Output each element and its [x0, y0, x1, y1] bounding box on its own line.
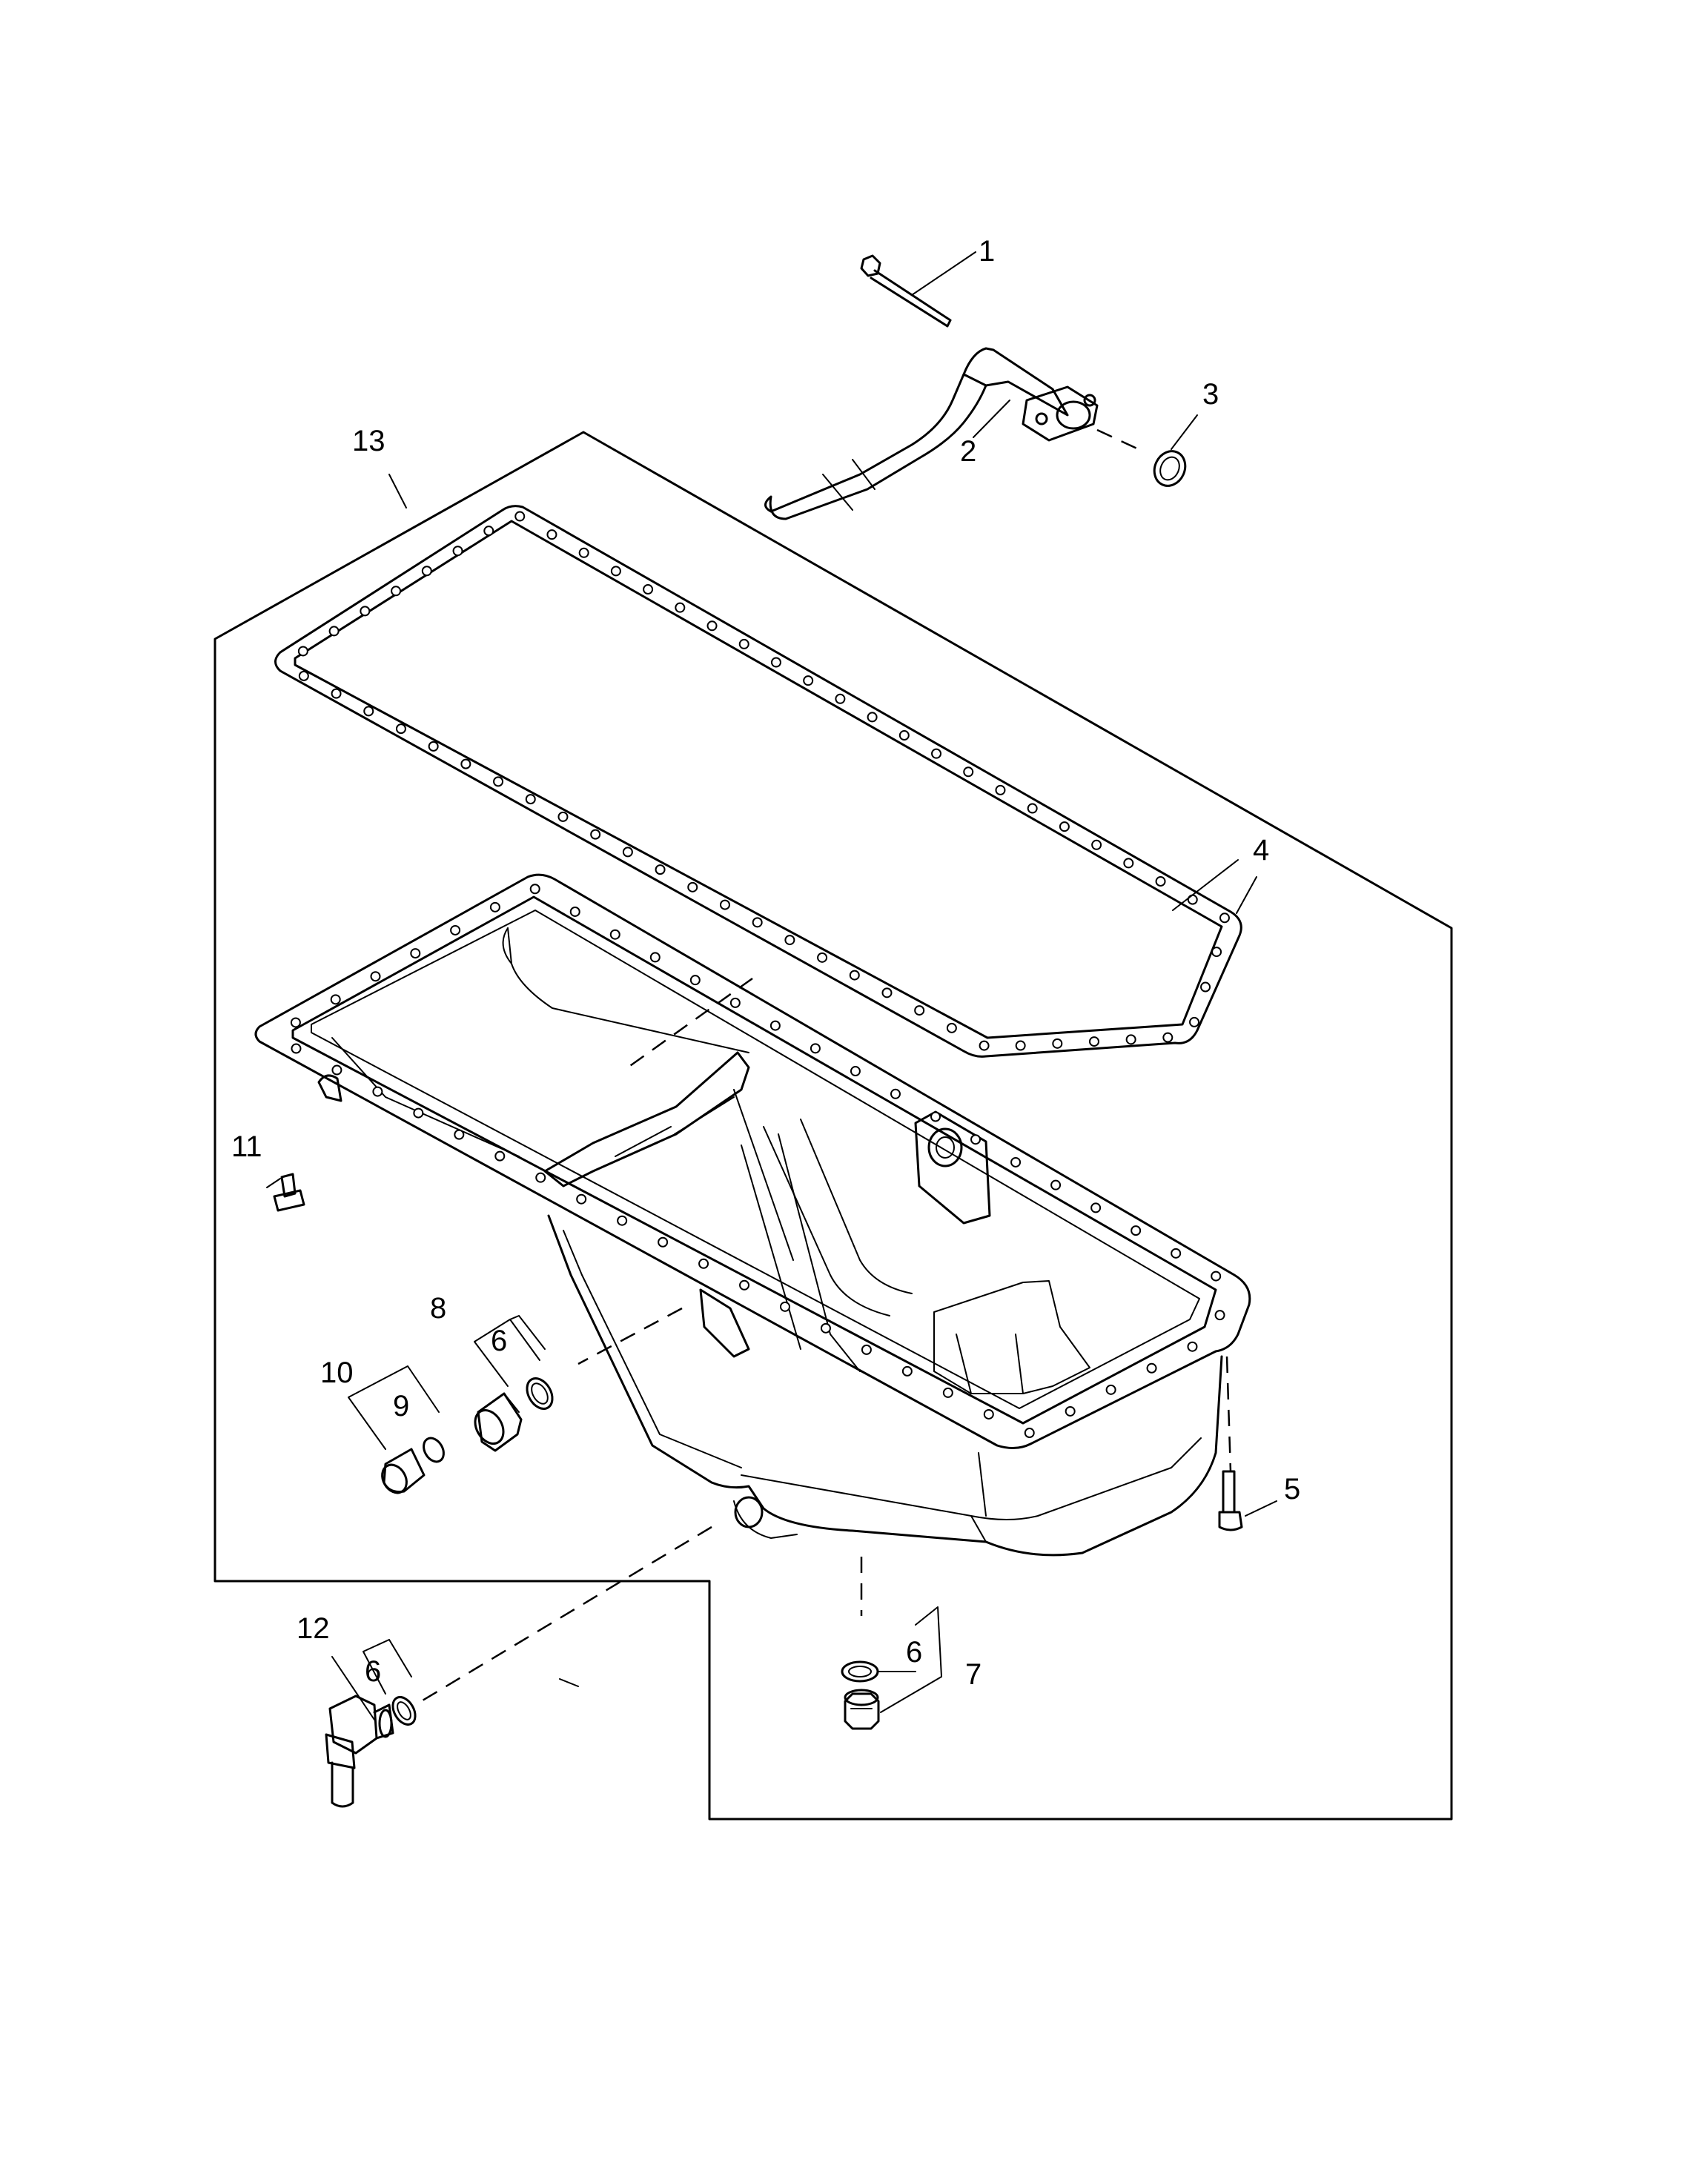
part-8-plug [474, 1392, 523, 1452]
bracket-10 [348, 1365, 440, 1450]
part-7-drain-plug [844, 1689, 880, 1730]
callout-9: 9 [393, 1390, 409, 1422]
callout-12: 12 [297, 1612, 330, 1645]
callout-2: 2 [960, 435, 976, 468]
callout-6b: 6 [365, 1655, 381, 1688]
callout-6c: 6 [906, 1636, 922, 1669]
assembly-boundary [214, 431, 1453, 1821]
part-11-bolt [266, 1173, 305, 1212]
part-4-gasket [274, 505, 1257, 1058]
callout-4: 4 [1253, 834, 1269, 867]
callout-7: 7 [965, 1658, 982, 1691]
bracket-8 [474, 1319, 540, 1387]
part-3-oring [1153, 414, 1198, 487]
part-12-drain-valve [325, 1695, 394, 1808]
part-6-oring-upper [526, 1377, 554, 1410]
callout-5: 5 [1284, 1473, 1300, 1506]
part-1-bolt [860, 251, 976, 328]
bracket-12 [331, 1639, 412, 1720]
callout-11: 11 [231, 1130, 262, 1163]
callout-8: 8 [430, 1292, 446, 1325]
callout-1: 1 [979, 235, 995, 268]
bracket-7 [878, 1606, 942, 1713]
part-9-oring [423, 1437, 445, 1463]
part-10-plug [381, 1448, 426, 1494]
part-5-bolt [1218, 1470, 1277, 1531]
part-2-suction-tube [764, 347, 1099, 520]
part-6-oring-bottom [841, 1660, 879, 1683]
callout-3: 3 [1202, 378, 1219, 411]
bracket-6a [509, 1315, 546, 1350]
callout-10: 10 [320, 1357, 354, 1389]
part-6-oring-left [391, 1696, 417, 1726]
oil-pan [254, 873, 1251, 1557]
callout-13: 13 [352, 425, 385, 457]
callout-6a: 6 [491, 1325, 507, 1357]
